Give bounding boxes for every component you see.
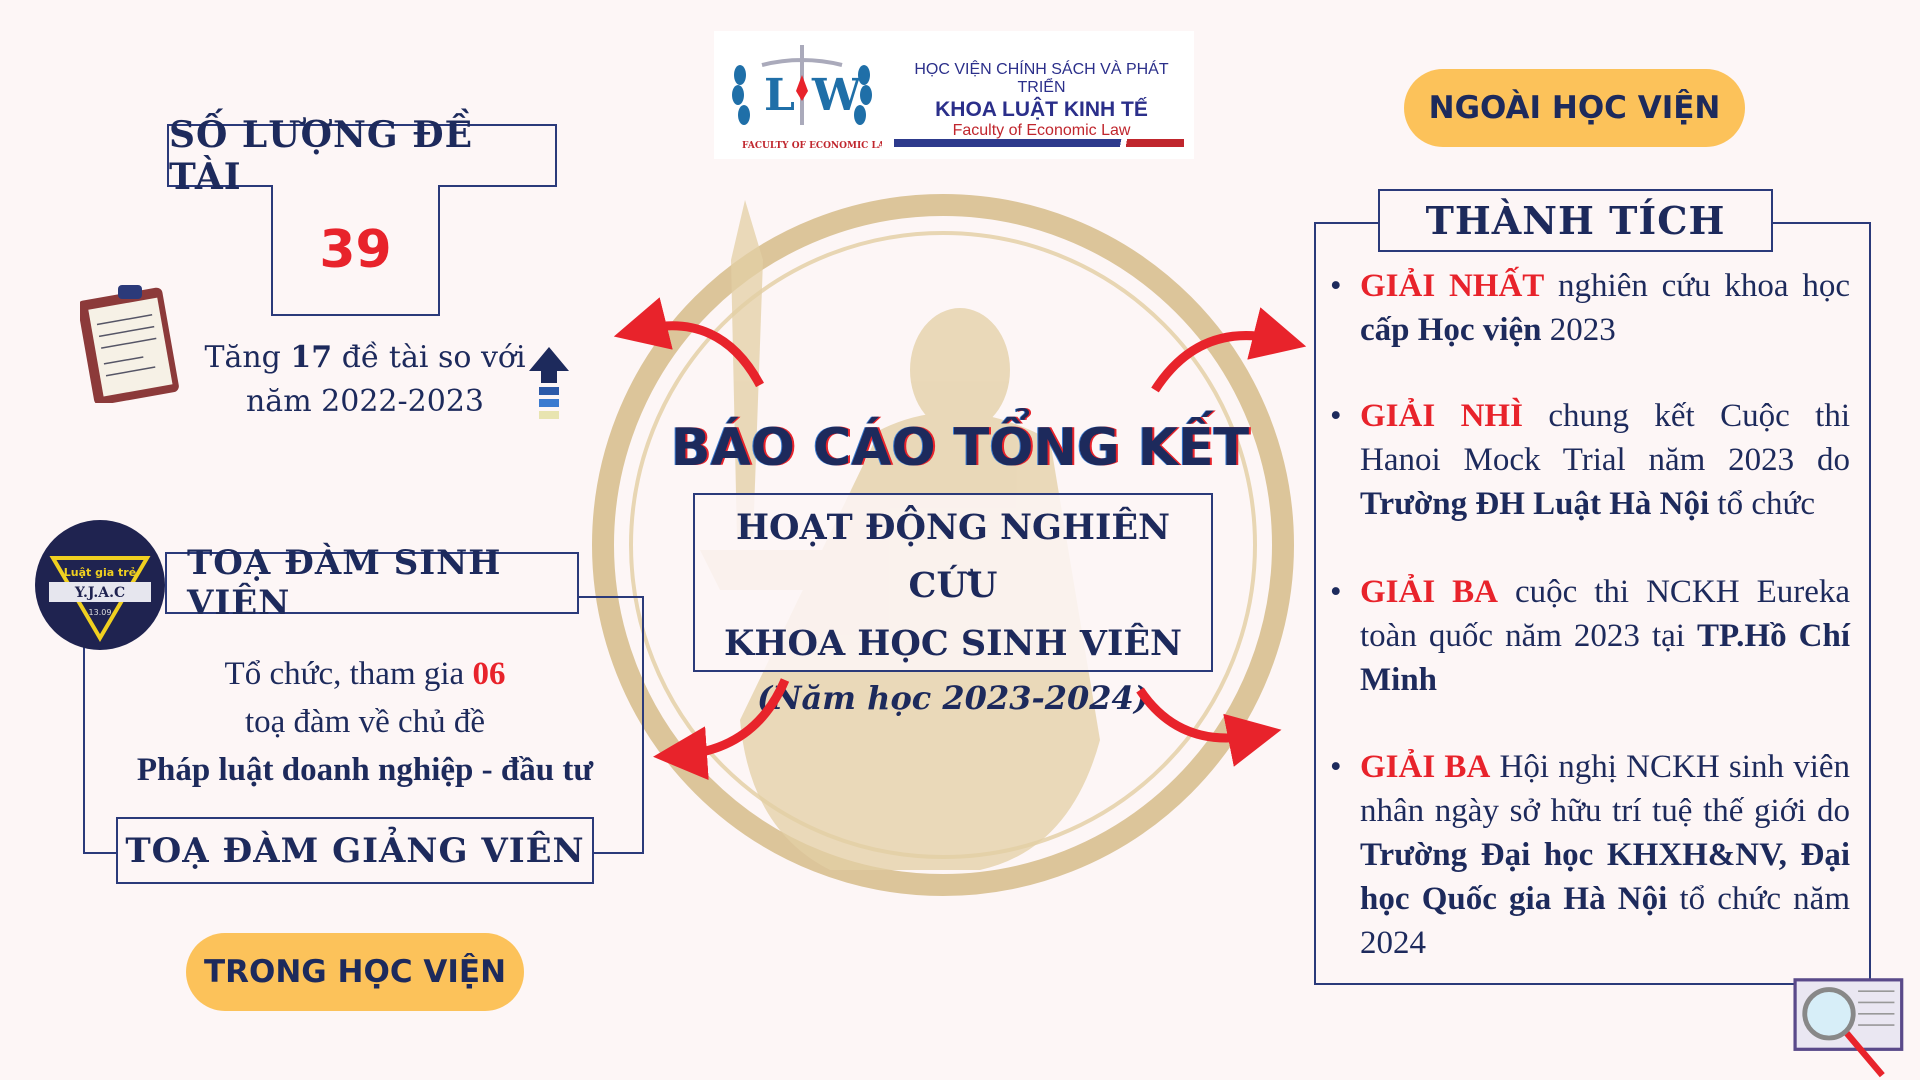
arrow-top-right — [1151, 307, 1307, 393]
achievements-title: THÀNH TÍCH — [1378, 189, 1773, 252]
arrow-top-left — [613, 297, 764, 388]
svg-text:Y.J.A.C: Y.J.A.C — [74, 585, 125, 601]
outside-academy-label: NGOÀI HỌC VIỆN — [1404, 69, 1745, 147]
yjac-badge: Luật gia trẻ Y.J.A.C 13.09 — [35, 520, 165, 650]
report-year: (Năm học 2023-2024) — [757, 679, 1149, 717]
achievement-item: •GIẢI BA cuộc thi NCKH Eureka toàn quốc … — [1330, 574, 1851, 698]
topics-note-line-2: năm 2022-2023 — [245, 384, 485, 419]
achievement-item: •GIẢI NHÌ chung kết Cuộc thi Hanoi Mock … — [1330, 398, 1850, 522]
faculty-logo: L W FACULTY OF ECONOMIC LAW HỌC VIỆN CHÍ… — [714, 31, 1194, 159]
achievement-item: •GIẢI BA Hội nghị NCKH sinh viên nhân ng… — [1330, 749, 1851, 961]
achievement-item: •GIẢI NHẤT nghiên cứu khoa học cấp Học v… — [1330, 268, 1850, 348]
student-seminar-title: TOẠ ĐÀM SINH VIÊN — [165, 543, 579, 623]
seminar-topic: Pháp luật doanh nghiệp - đầu tư — [136, 752, 594, 788]
clipboard-icon — [80, 285, 179, 403]
svg-text:L: L — [764, 70, 795, 121]
report-title: BÁO CÁO TỔNG KẾT — [670, 418, 1250, 478]
svg-text:13.09: 13.09 — [89, 608, 112, 617]
report-subtitle-1: HOẠT ĐỘNG NGHIÊN CỨU — [735, 507, 1171, 606]
logo-line-1: HỌC VIỆN CHÍNH SÁCH VÀ PHÁT TRIỂN — [914, 61, 1169, 97]
arrow-bottom-left — [653, 678, 790, 781]
logo-line-3: Faculty of Economic Law — [952, 121, 1131, 139]
seminar-line-1: Tổ chức, tham gia 06 — [224, 656, 506, 692]
lecturer-seminar-title: TOẠ ĐÀM GIẢNG VIÊN — [116, 817, 594, 884]
topics-count-box: 39 — [271, 185, 440, 316]
law-emblem-icon: L W FACULTY OF ECONOMIC LAW — [732, 45, 882, 151]
magnifier-book-icon — [1793, 978, 1904, 1078]
topics-count: 39 — [319, 219, 392, 280]
emblem-caption: FACULTY OF ECONOMIC LAW — [742, 141, 882, 151]
report-subtitle-2: KHOA HỌC SINH VIÊN — [723, 623, 1182, 664]
topics-note-line-1: Tăng 17 đề tài so với — [204, 340, 526, 375]
increase-arrow-icon — [529, 347, 569, 419]
report-subtitle-box: HOẠT ĐỘNG NGHIÊN CỨU KHOA HỌC SINH VIÊN … — [693, 493, 1213, 717]
svg-text:Luật gia trẻ: Luật gia trẻ — [64, 566, 136, 579]
seminar-line-2: toạ đàm về chủ đề — [244, 704, 486, 740]
svg-text:W: W — [811, 70, 862, 121]
inside-academy-label: TRONG HỌC VIỆN — [186, 933, 524, 1011]
logo-line-2: KHOA LUẬT KINH TẾ — [935, 97, 1148, 121]
arrow-bottom-right — [1136, 687, 1282, 767]
